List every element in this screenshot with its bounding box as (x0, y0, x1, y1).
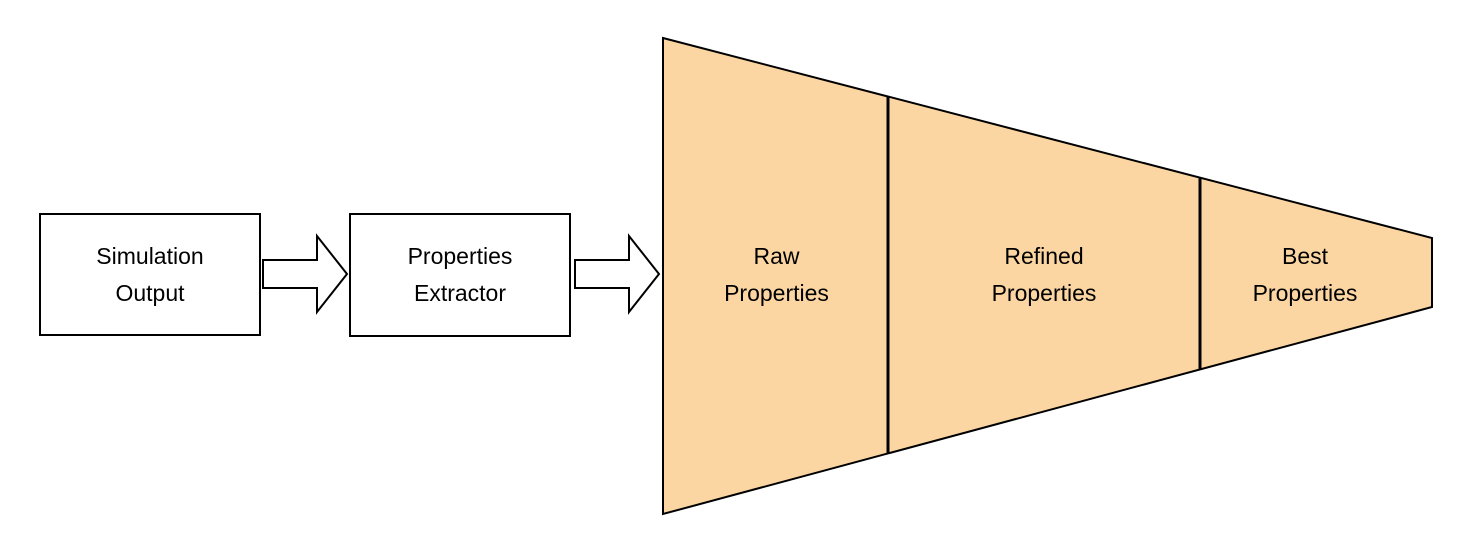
funnel-shape (662, 36, 1433, 516)
right-arrow-1-icon (262, 233, 349, 315)
properties-extractor-box (349, 213, 571, 337)
simulation-output-box (39, 213, 261, 336)
right-arrow-2-icon (574, 233, 661, 315)
